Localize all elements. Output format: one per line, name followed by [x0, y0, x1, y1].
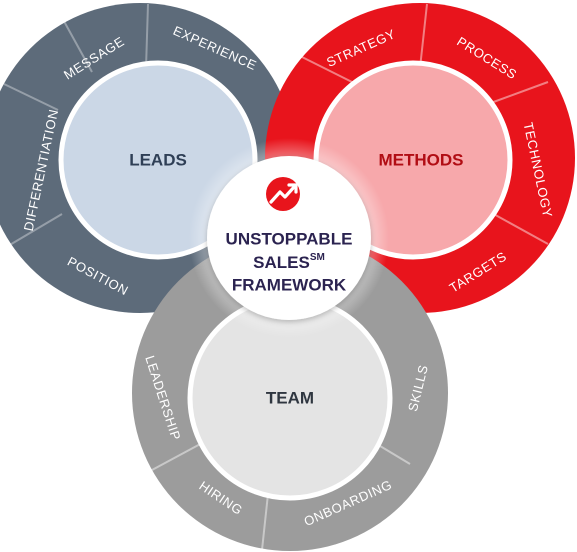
- rising-arrow-icon: [266, 177, 300, 211]
- team-circle: LEADERSHIP SKILLS HIRING ONBOARDING TEAM: [132, 235, 448, 551]
- center-title-line2: SALESSM: [253, 252, 325, 272]
- methods-label: METHODS: [379, 151, 464, 170]
- leads-label: LEADS: [129, 151, 187, 170]
- center-title-sales: SALES: [253, 253, 310, 272]
- center-disc: [207, 156, 371, 320]
- center-title-line3: FRAMEWORK: [232, 276, 347, 295]
- methods-dividers: [299, 3, 549, 245]
- team-label: TEAM: [266, 389, 314, 408]
- center-hub: UNSTOPPABLE SALESSM FRAMEWORK: [189, 138, 389, 338]
- service-mark: SM: [310, 252, 325, 263]
- center-title-line1: UNSTOPPABLE: [226, 230, 353, 249]
- leads-dividers: [3, 3, 149, 247]
